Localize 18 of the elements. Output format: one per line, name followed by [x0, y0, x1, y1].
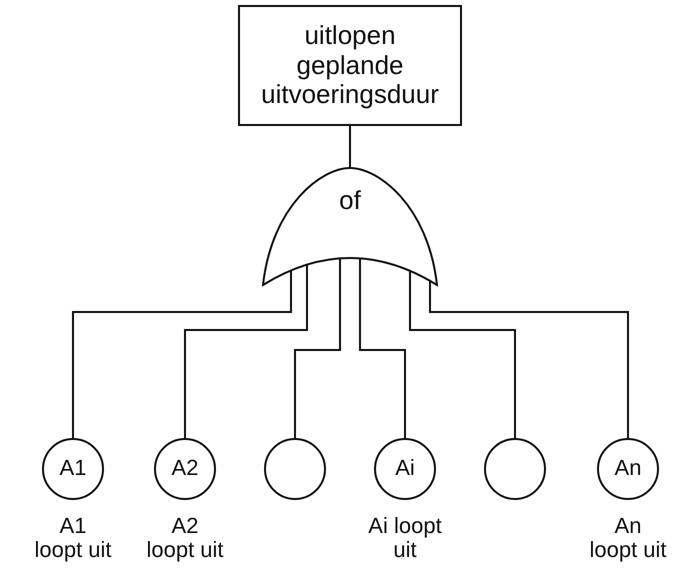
event-caption: A1 loopt uit — [34, 514, 112, 562]
event-caption: A2 loopt uit — [146, 514, 224, 562]
connector-line — [294, 258, 341, 439]
event-caption: Ai loopt uit — [367, 514, 443, 562]
event-code: Ai — [394, 455, 416, 481]
event-box — [238, 5, 462, 126]
connector-line — [349, 126, 351, 168]
event-text: uitlopen geplande uitvoeringsduur — [260, 20, 440, 110]
gate-label: of — [338, 185, 362, 216]
connector-line — [409, 270, 516, 439]
event-code: A1 — [58, 455, 88, 481]
connector-line — [184, 264, 308, 439]
event-code: An — [614, 455, 642, 481]
connector-line — [359, 258, 406, 439]
event-caption: An loopt uit — [589, 514, 667, 562]
connector-line — [429, 280, 629, 439]
connector-line — [72, 270, 292, 439]
event-code: A2 — [170, 455, 200, 481]
